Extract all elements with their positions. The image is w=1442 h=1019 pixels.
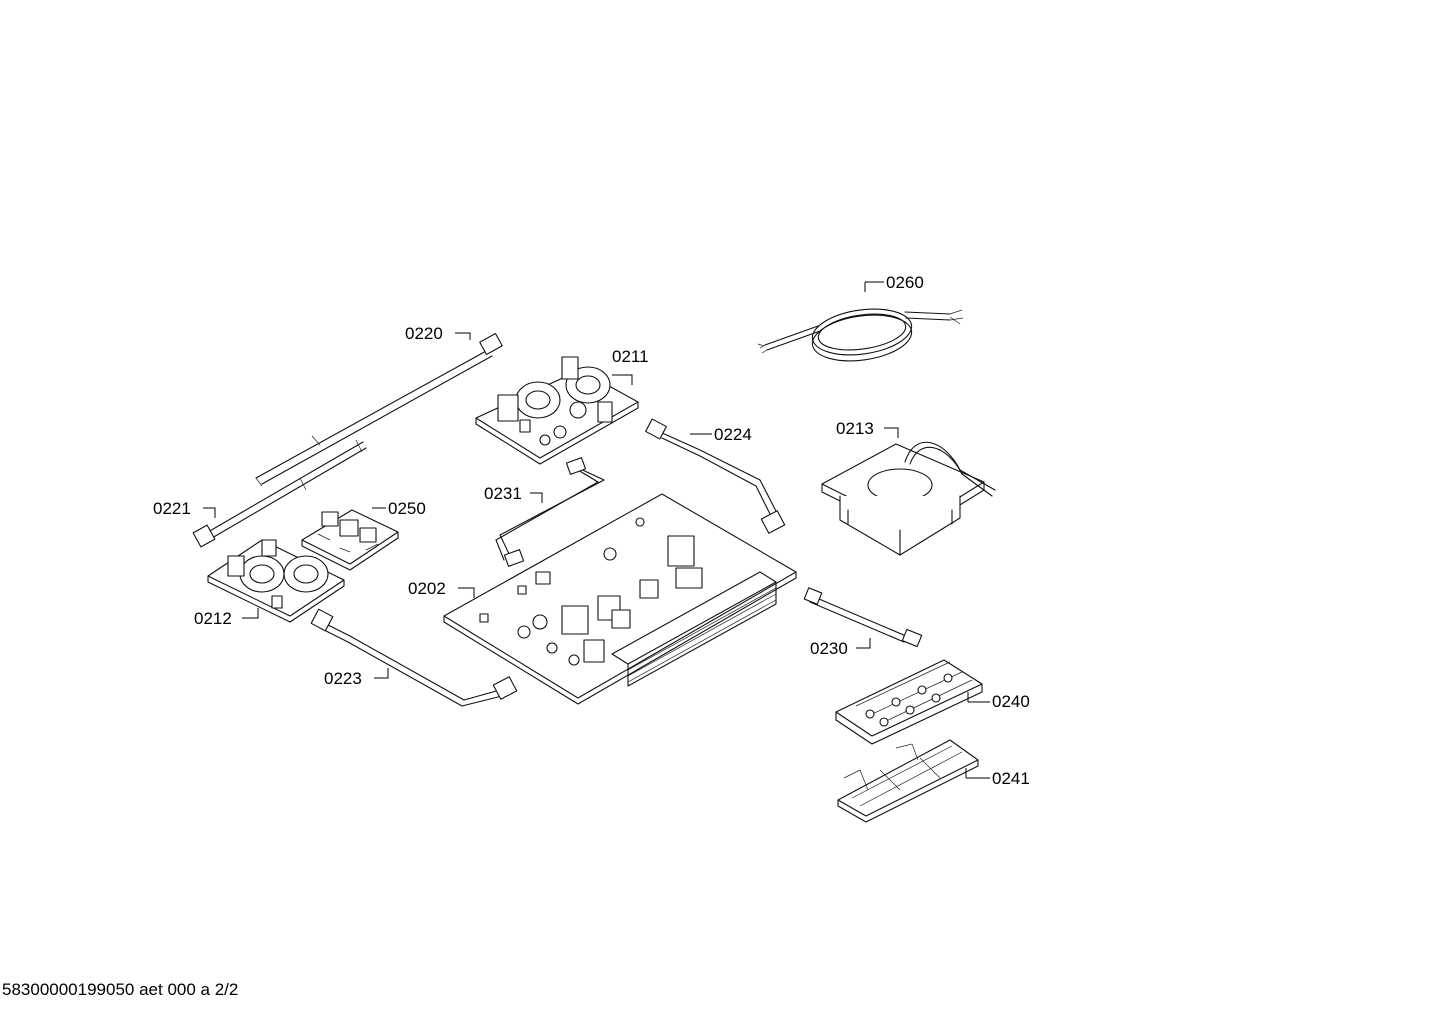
leader-0213 <box>884 427 899 438</box>
leader-0241 <box>965 768 990 779</box>
leader-0212 <box>242 608 259 619</box>
part-0212-filter-board <box>207 539 345 623</box>
label-0250: 0250 <box>388 499 426 518</box>
leader-0211 <box>612 374 633 385</box>
part-0224-cable <box>645 418 786 534</box>
label-0223: 0223 <box>324 669 362 688</box>
part-0230-cable <box>803 587 923 648</box>
part-0220-ribbon-cable <box>255 332 503 487</box>
label-0221: 0221 <box>153 499 191 518</box>
leader-0202 <box>458 587 475 598</box>
label-0240: 0240 <box>992 692 1030 711</box>
leader-0240 <box>967 692 990 703</box>
part-0260-power-cable <box>757 308 964 362</box>
label-0224: 0224 <box>714 425 752 444</box>
label-0230: 0230 <box>810 639 848 658</box>
label-0231: 0231 <box>484 484 522 503</box>
part-0240-control-board <box>835 659 983 745</box>
part-0221-ribbon-cable <box>192 439 367 548</box>
leader-0220 <box>455 332 471 340</box>
label-0212: 0212 <box>194 609 232 628</box>
label-0220: 0220 <box>405 324 443 343</box>
part-0250-relay-board <box>301 509 399 571</box>
leader-0223 <box>374 668 389 679</box>
part-0202-main-board <box>443 493 797 705</box>
part-0213-fan <box>821 441 996 556</box>
leader-0231 <box>530 492 543 503</box>
leader-0221 <box>203 507 216 518</box>
label-0211: 0211 <box>612 347 649 366</box>
part-0241-touch-frame <box>837 739 979 823</box>
label-0260: 0260 <box>886 273 924 292</box>
part-0231-cable <box>495 457 605 567</box>
leader-0230 <box>856 638 871 649</box>
label-0213: 0213 <box>836 419 874 438</box>
label-0202: 0202 <box>408 579 446 598</box>
label-0241: 0241 <box>992 769 1030 788</box>
part-0211-filter-board <box>475 356 639 465</box>
leader-0260 <box>864 281 884 292</box>
part-0223-cable <box>310 608 518 707</box>
document-id: 58300000199050 aet 000 a 2/2 <box>2 980 239 999</box>
